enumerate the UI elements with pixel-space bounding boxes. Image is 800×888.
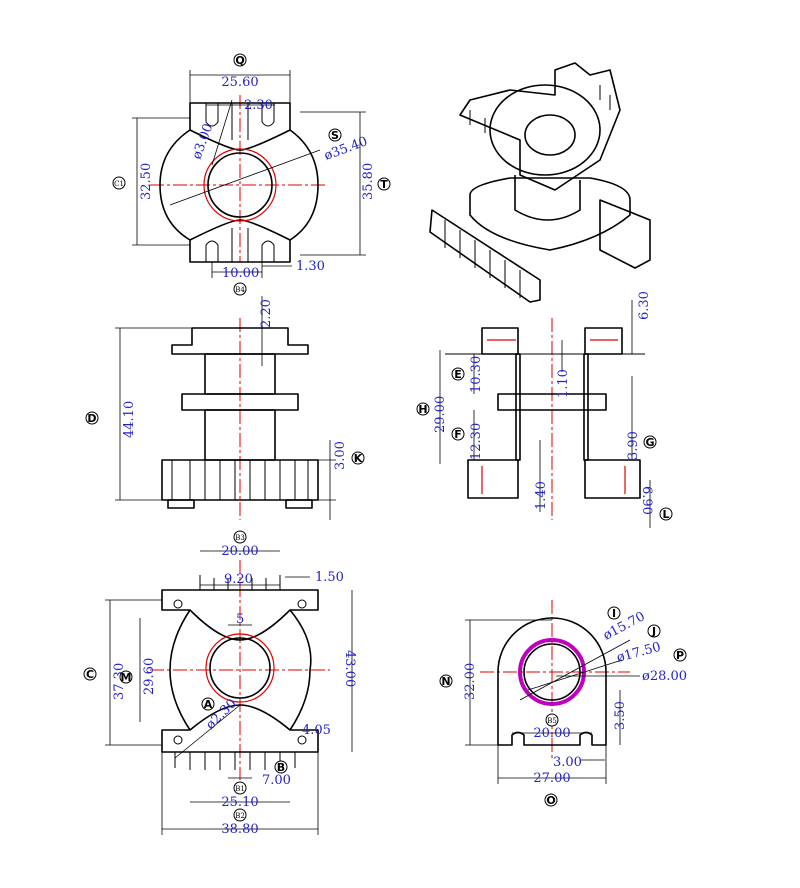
dim-pin-pitch: 10.00 <box>222 266 259 281</box>
label-k: K <box>354 452 363 465</box>
dim-outer-diameter-end: ø28.00 <box>642 669 687 684</box>
label-o: O <box>546 794 555 807</box>
dim-slot-width: 3.00 <box>553 755 582 770</box>
label-t: T <box>380 178 388 191</box>
end-view: ø15.70 ø17.50 ø28.00 32.00 3.50 20.00 3.… <box>439 600 687 807</box>
dim-pin-gap: 1.30 <box>296 259 325 274</box>
label-c: C <box>86 668 94 681</box>
dim-slot-span: 20.00 <box>533 726 570 741</box>
label-i: I <box>612 607 616 620</box>
label-g: G <box>645 436 654 449</box>
dim-top-width: 25.60 <box>221 75 258 90</box>
label-c1: C1 <box>114 180 124 188</box>
dim-slot-gap: 2.30 <box>244 98 273 113</box>
label-b3: B3 <box>235 534 245 542</box>
label-q: Q <box>235 54 244 67</box>
label-b1: B1 <box>235 785 245 793</box>
dim-total-height: 44.10 <box>122 401 137 438</box>
dim-flange-top: 2.20 <box>259 299 274 328</box>
dim-outer-height: 35.80 <box>361 163 376 200</box>
dim-inner-height: 32.50 <box>139 163 154 200</box>
dim-inner-height-bottom: 29.60 <box>142 658 157 695</box>
dim-slot-top: 9.20 <box>224 572 253 587</box>
label-b2: B2 <box>235 812 245 820</box>
label-s: S <box>331 129 339 142</box>
dim-base-width: 27.00 <box>533 771 570 786</box>
dim-top-flange: 6.30 <box>637 291 652 320</box>
label-d: D <box>87 412 96 425</box>
dim-span-top: 20.00 <box>221 544 258 559</box>
label-l: L <box>662 508 669 521</box>
dim-base-step: 3.00 <box>333 441 348 470</box>
dim-lower-gap: 12.30 <box>469 423 484 460</box>
dim-mid-flange: 3.90 <box>626 431 641 460</box>
dim-winding-height: 29.00 <box>433 396 448 433</box>
dim-edge: 4.05 <box>302 723 331 738</box>
label-h: H <box>418 403 427 416</box>
dim-end-height: 32.00 <box>463 663 478 700</box>
label-j: J <box>651 625 656 638</box>
bottom-view: 20.00 9.20 1.50 5 37.30 29.60 43.00 ø2.3… <box>83 544 357 837</box>
label-e: E <box>454 368 462 381</box>
section-view: 29.00 10.30 12.30 1.10 6.30 3.90 1.40 6.… <box>416 291 673 528</box>
dim-outer-diameter: ø35.40 <box>322 134 369 164</box>
dim-right-height: 43.00 <box>342 650 357 687</box>
dim-overall-width: 38.80 <box>221 822 258 837</box>
dim-slot-center: 5 <box>236 612 244 627</box>
label-b4: B4 <box>235 286 245 294</box>
dim-wall: 1.10 <box>556 369 571 398</box>
label-p: P <box>676 649 684 662</box>
front-view: 44.10 2.20 3.00 D K B3 <box>85 296 365 544</box>
dim-foot: 3.50 <box>613 701 628 730</box>
top-view: 25.60 2.30 ø3.00 ø35.40 32.50 35.80 10.0… <box>112 53 391 296</box>
isometric-view <box>429 62 651 303</box>
dim-pin-pitch-bottom: 7.00 <box>262 773 291 788</box>
label-m: M <box>121 671 132 684</box>
dim-pin-span: 25.10 <box>221 795 258 810</box>
dim-base-gap: 1.40 <box>534 481 549 510</box>
dim-tab: 1.50 <box>315 570 344 585</box>
dim-mid-diameter: ø17.50 <box>615 640 662 666</box>
label-f: F <box>454 428 462 441</box>
label-b: B <box>277 761 285 774</box>
dim-pin-length: 6.90 <box>639 486 654 515</box>
dim-upper-gap: 10.30 <box>469 356 484 393</box>
label-a: A <box>204 698 213 711</box>
label-n: N <box>441 675 450 688</box>
label-b5: B5 <box>547 717 557 725</box>
